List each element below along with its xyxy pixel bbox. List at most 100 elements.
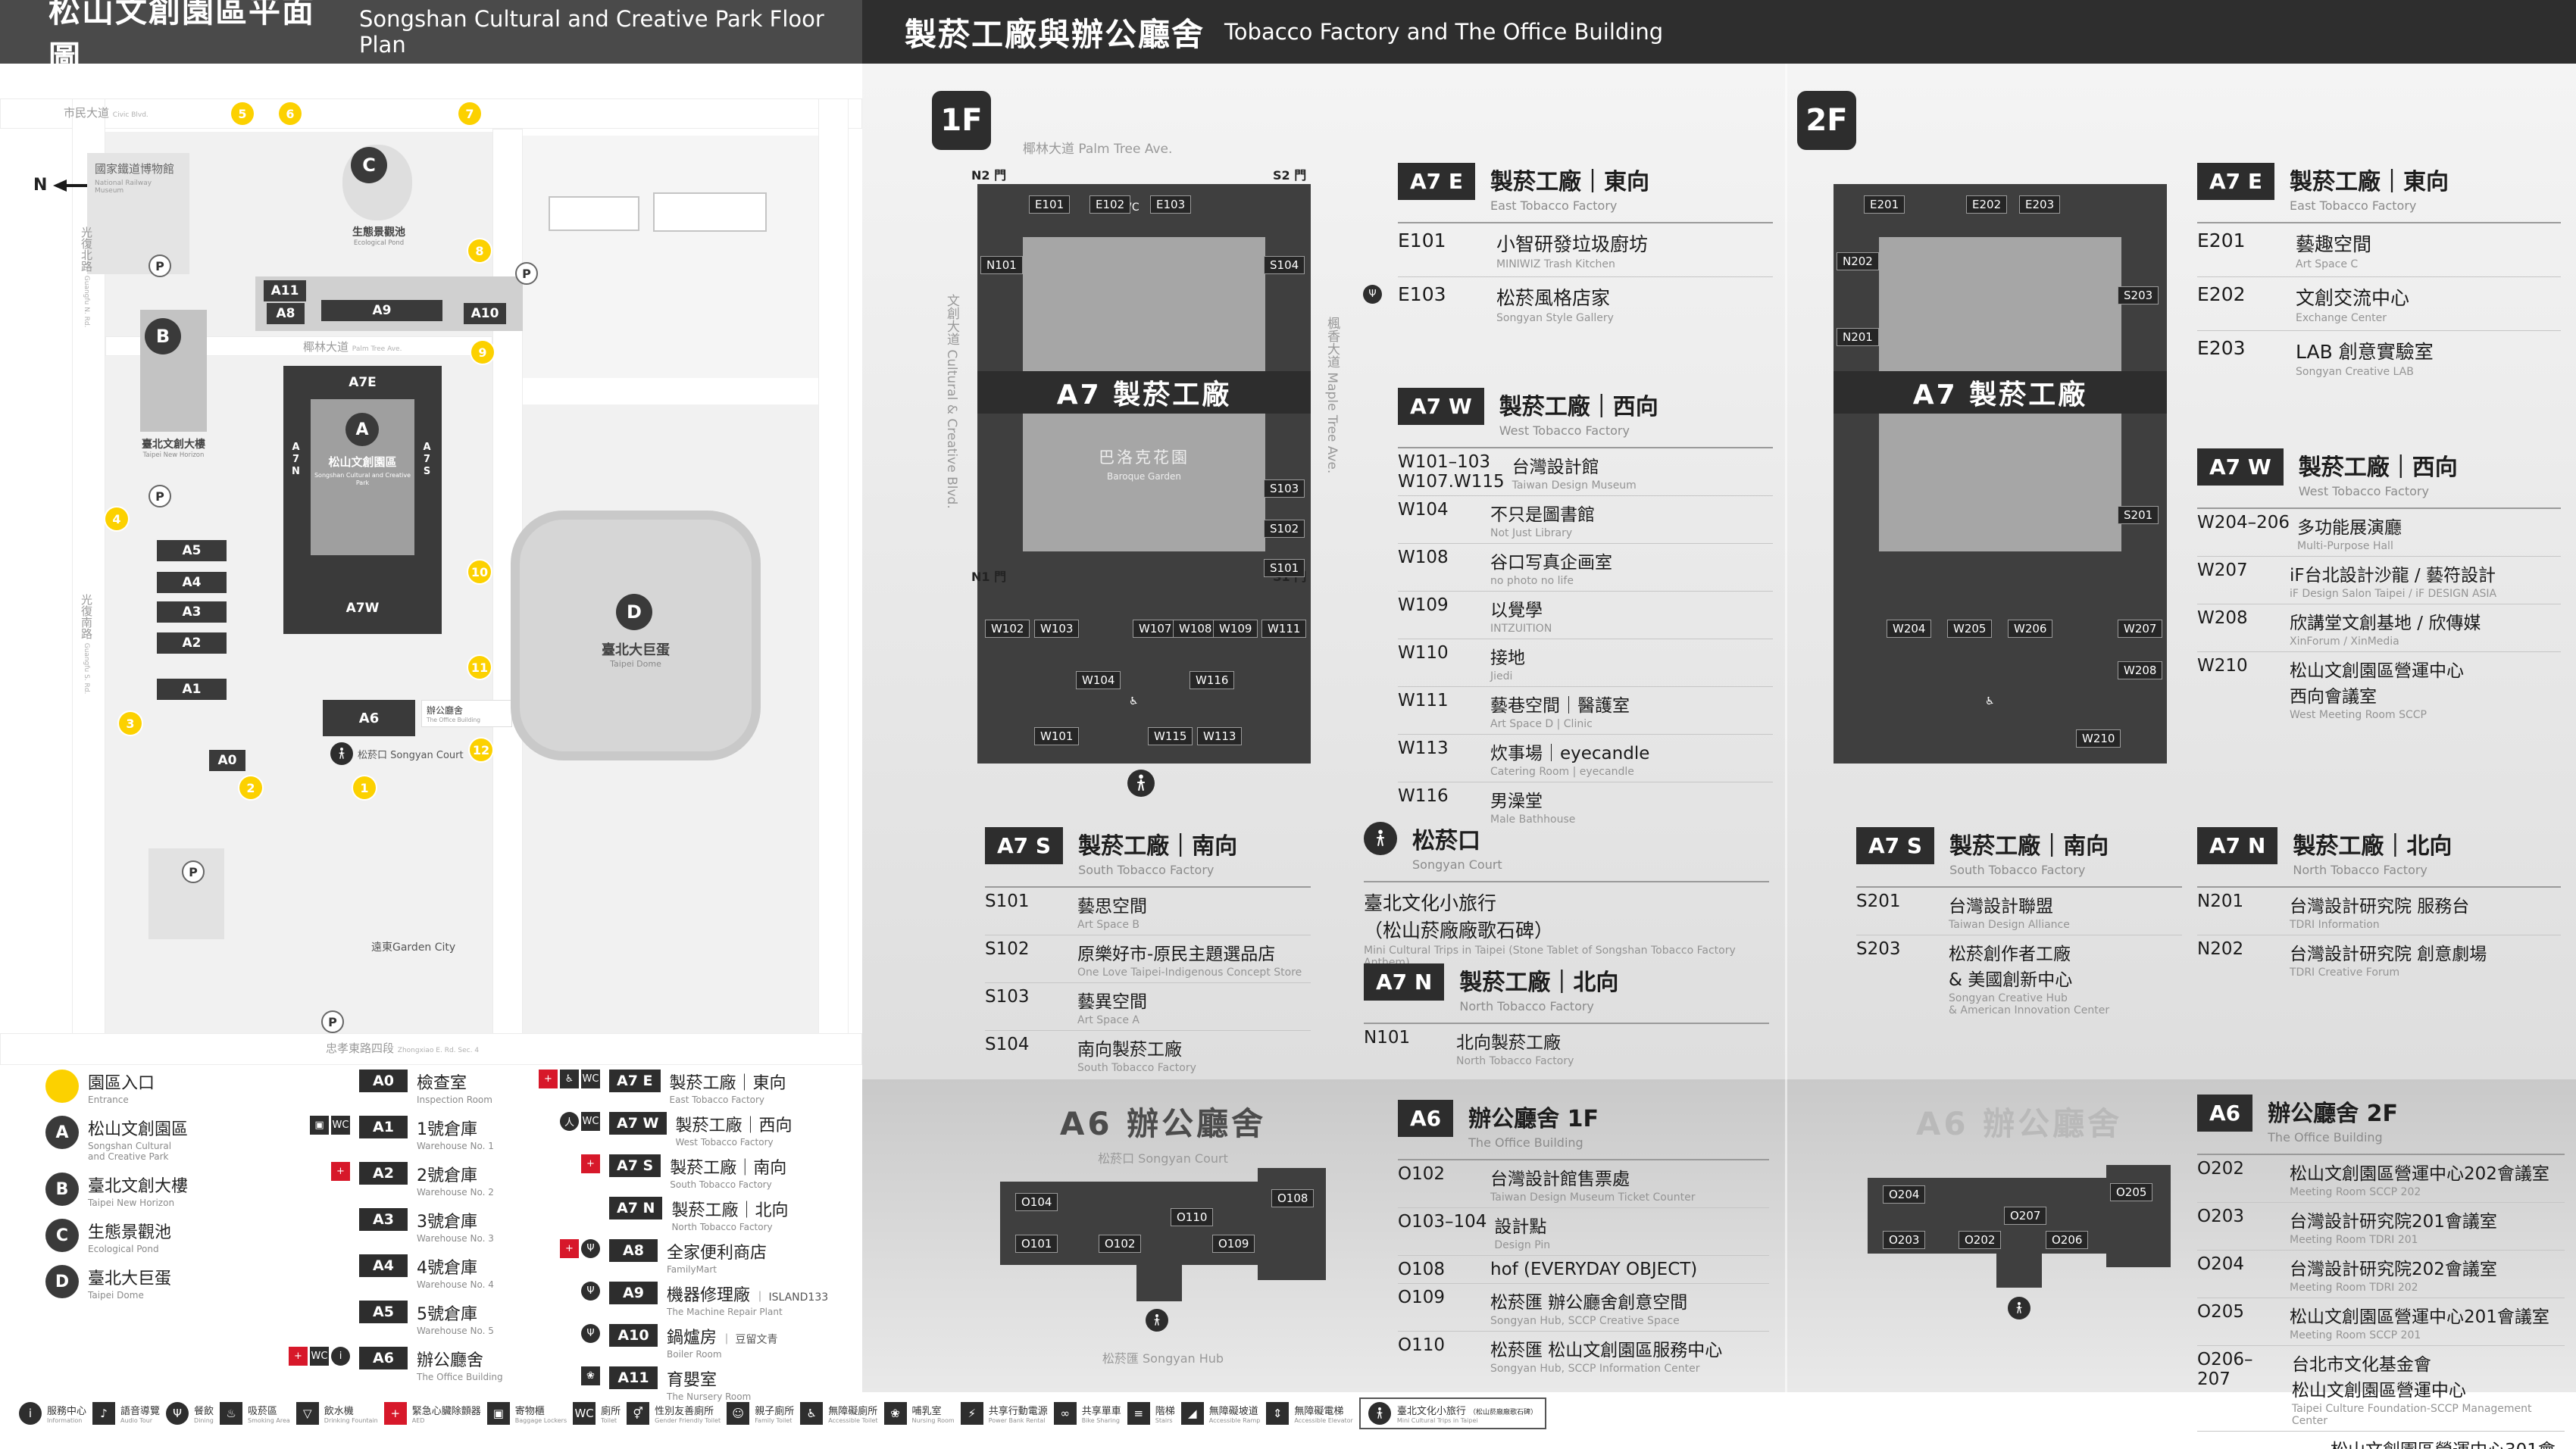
plan-room-code: N202	[1843, 255, 1873, 268]
room-name-en: North Tobacco Factory	[1456, 1055, 1574, 1067]
legend-place-circle: B	[45, 1173, 79, 1206]
songyan-hub-icon	[2008, 1297, 2030, 1319]
room-name-zh: 台灣設計研究院201會議室	[2290, 1212, 2497, 1232]
legend-building-zh: 育嬰室	[667, 1371, 717, 1390]
entrance-legend-icon	[45, 1070, 79, 1103]
facility-item-zh: 共享單車	[1081, 1406, 1121, 1417]
facility-item-icon: ⚡	[960, 1402, 983, 1425]
road-east-edge	[818, 98, 849, 1063]
facility-item: ♨ 吸菸區 Smoking Area	[220, 1402, 290, 1425]
aed-icon: +	[383, 1402, 407, 1425]
plan-room-label: W207	[2118, 620, 2163, 638]
section-title-en: North Tobacco Factory	[2293, 863, 2428, 877]
street-label: 市民大道 Civic Blvd.	[64, 105, 148, 120]
room-name-en: Songyan Style Gallery	[1496, 312, 1614, 324]
entrance-number: 9	[478, 345, 487, 360]
section-title-zh: 辦公廳舍 1F	[1468, 1106, 1599, 1132]
plan-room-label: O204	[1883, 1185, 1926, 1204]
plan-room-code: O206	[2052, 1233, 2083, 1247]
room-name-zh: 松山文創園區營運中心 西向會議室	[2290, 661, 2464, 707]
info-icon: i	[19, 1402, 42, 1425]
aed-icon: +	[331, 1162, 350, 1181]
plan-room-code: S103	[1270, 482, 1299, 495]
landmark-circle-a: A	[345, 413, 379, 446]
facility-item-en: Accessible Ramp	[1208, 1417, 1261, 1424]
facility-item: ♿ 無障礙廁所 Accessible Toilet	[800, 1402, 878, 1425]
section-badge: A7 E	[2197, 163, 2275, 200]
map-building-badge-label: A5	[182, 543, 202, 558]
entrance-number: 11	[470, 660, 489, 675]
facility-item: ☺ 親子廁所 Family Toilet	[727, 1402, 794, 1425]
room-name-en: Catering Room | eyecandle	[1490, 766, 1634, 778]
a6-2f-building-east	[2106, 1165, 2171, 1267]
room-code: S103	[985, 987, 1030, 1007]
road-civic-blvd	[0, 98, 862, 129]
map-building-badge: A1	[157, 679, 227, 700]
room-name-en: no photo no life	[1490, 575, 1574, 587]
plan-room-label: O104	[1015, 1193, 1058, 1211]
facility-item: ∞ 共享單車 Bike Sharing	[1053, 1402, 1121, 1425]
room-name-en: Meeting Room SCCP 201	[2290, 1329, 2421, 1341]
plan-room-label: W210	[2076, 729, 2121, 748]
plan-room-label: E201	[1864, 195, 1905, 214]
plan-room-code: O108	[1277, 1191, 1308, 1205]
room-code: E101	[1398, 230, 1446, 251]
room-name-zh: 以覺學	[1490, 601, 1543, 620]
room-name-en: Multi-Purpose Hall	[2297, 540, 2393, 552]
plan-room-code: N101	[986, 258, 1017, 272]
court-item: 臺北文化小旅行 （松山菸廠廠歌石碑） Mini Cultural Trips i…	[1364, 882, 1769, 975]
room-name-en: Taiwan Design Museum	[1512, 479, 1637, 492]
legend-building-badge: A4	[359, 1254, 408, 1277]
facility-item-icon: ♿	[800, 1402, 824, 1425]
facility-item: + 緊急心臟除顫器 AED	[383, 1402, 481, 1425]
a6-1f-building-stub	[1136, 1265, 1182, 1301]
map-building-badge: A8	[267, 303, 305, 324]
legend-building-badge: A9	[609, 1282, 658, 1304]
mini-trip-zh: 臺北文化小旅行 （松山菸廠廠歌石碑）	[1396, 1406, 1538, 1417]
facility-item-en: Family Toilet	[755, 1417, 792, 1424]
section-1f-songyan-court: 松菸口 Songyan Court 臺北文化小旅行 （松山菸廠廠歌石碑） Min…	[1364, 822, 1769, 975]
plan-room-code: E101	[1035, 198, 1064, 211]
room-row: Ψ E103 松菸風格店家 Songyan Style Gallery	[1363, 277, 1773, 330]
facility-item-zh: 性別友善廁所	[655, 1406, 714, 1417]
section-badge: A7 S	[985, 827, 1064, 864]
room-name-zh: 松山文創園區營運中心301會議室	[2331, 1435, 2565, 1449]
room-name-zh: 台灣設計館	[1512, 457, 1599, 477]
a6-2f-building-stub	[1996, 1254, 2042, 1288]
room-name-en: Meeting Room TDRI 202	[2290, 1282, 2418, 1294]
a7-complex: A7E A7W A7N A7S A 松山文創園區 Songshan Cultur…	[283, 366, 442, 634]
room-name-zh: 松菸創作者工廠 & 美國創新中心	[1949, 945, 2073, 990]
parking-letter: P	[522, 266, 531, 281]
street-label: 光復北路 Guangfu N. Rd.	[79, 226, 95, 327]
room-name-en: Meeting Room TDRI 201	[2290, 1234, 2418, 1246]
section-title-zh: 製菸工廠｜北向	[1459, 970, 1619, 996]
entrance-number: 1	[360, 780, 369, 795]
section-title-en: North Tobacco Factory	[1459, 999, 1594, 1013]
plan-room-code: E202	[1972, 198, 2002, 211]
legend-building-badge: A11	[609, 1366, 658, 1389]
legend-building-row: +♿WC A7 E 製菸工廠｜東向 East Tobacco Factory	[530, 1070, 856, 1105]
parking-letter: P	[155, 258, 164, 273]
legend-building-zh: 製菸工廠｜西向	[675, 1116, 792, 1135]
parking-icon: P	[515, 262, 538, 285]
plan-room-code: S102	[1270, 522, 1299, 536]
plan-room-code: W204	[1893, 622, 1926, 635]
legend-building-en: The Office Building	[417, 1372, 503, 1382]
section-badge: A7 N	[1364, 963, 1445, 1001]
nursing-icon: ❀	[883, 1402, 907, 1425]
plan-room-label: W115	[1148, 727, 1193, 745]
plan-room-code: O110	[1177, 1210, 1208, 1224]
map-building-badge: A9	[321, 300, 442, 321]
room-code: W111	[1398, 691, 1449, 710]
railway-museum-label-zh: 國家鐵道博物館	[95, 162, 175, 176]
dining-icon: Ψ	[581, 1324, 600, 1343]
facility-item-icon: i	[19, 1402, 42, 1425]
plan-room-label: W113	[1197, 727, 1243, 745]
room-name-en: Jiedi	[1490, 670, 1513, 682]
new-horizon-label-en: Taipei New Horizon	[142, 451, 205, 459]
room-row: N202 台灣設計研究院 創意劇場 TDRI Creative Forum	[2197, 935, 2561, 982]
plan-room-label: W205	[1947, 620, 1993, 638]
park-map: N 國家鐵道博物館 National Railway Museum C 生態景觀…	[0, 64, 862, 1068]
facility-item-zh: 階梯	[1155, 1406, 1175, 1417]
